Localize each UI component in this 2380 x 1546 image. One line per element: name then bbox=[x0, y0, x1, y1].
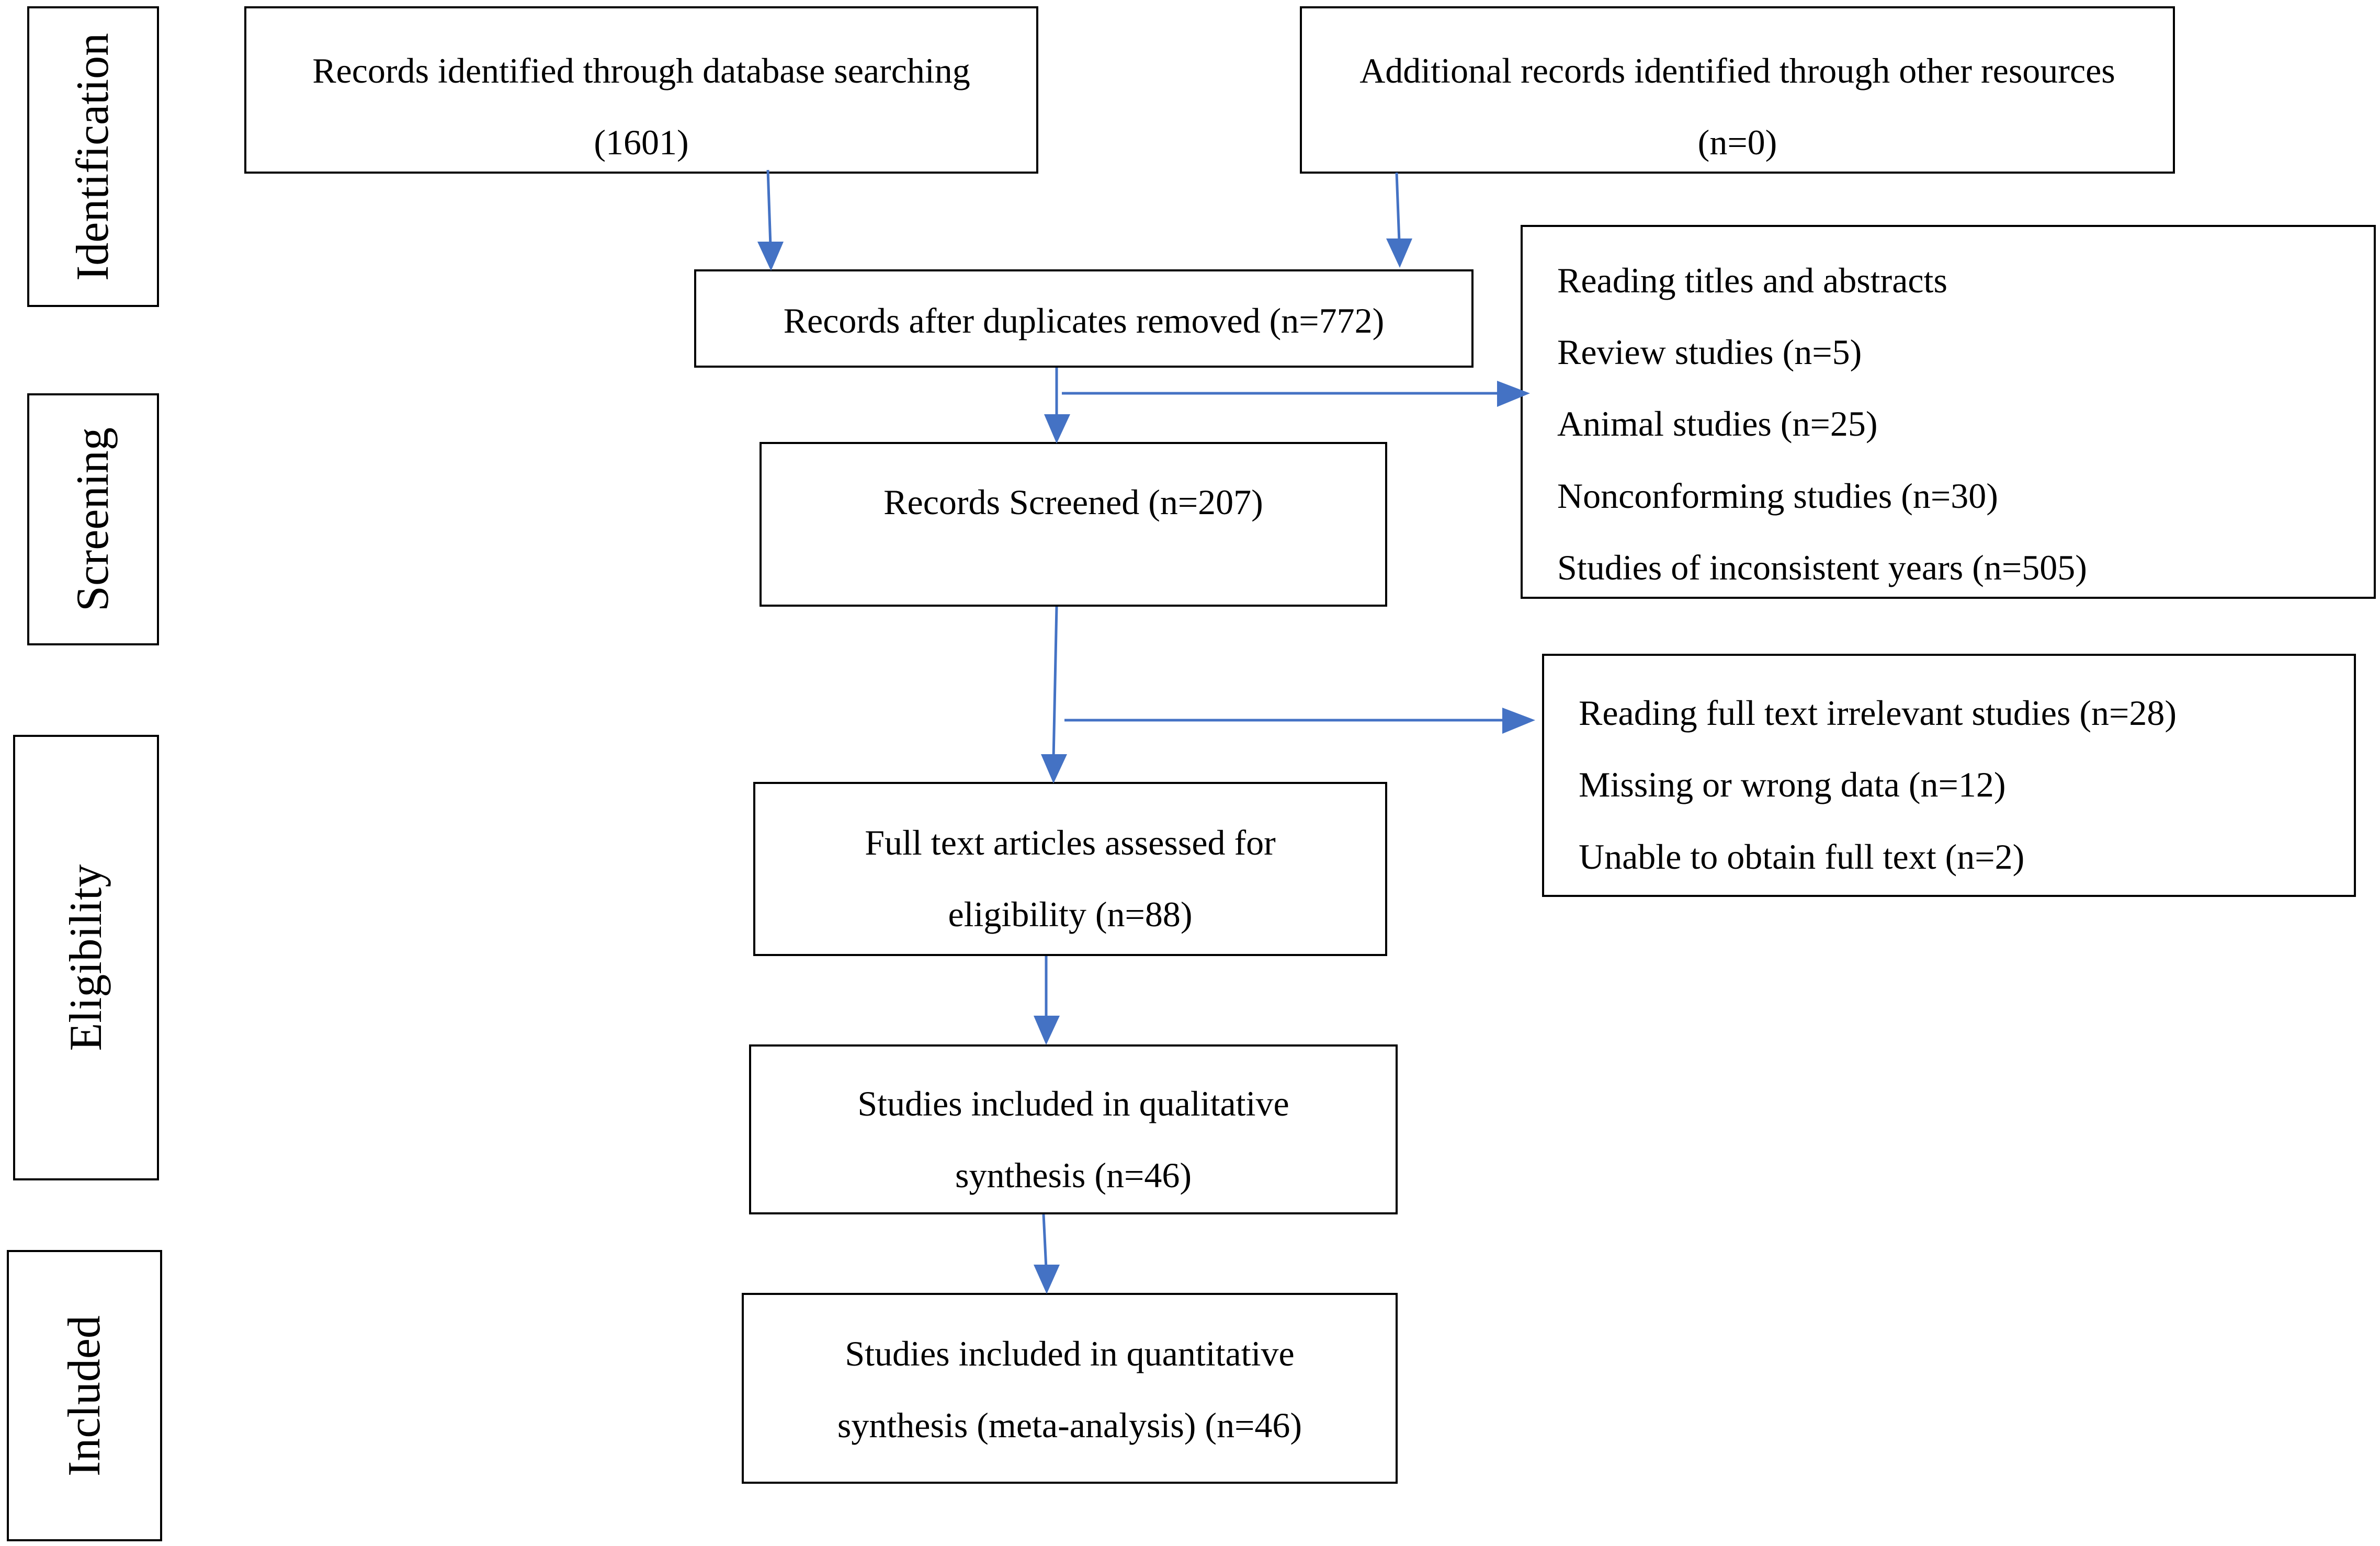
full-text-assessed-line2: eligibility (n=88) bbox=[948, 894, 1193, 934]
other-resources-count: (n=0) bbox=[1697, 122, 1777, 162]
other-resources-text: Additional records identified through ot… bbox=[1359, 51, 2115, 90]
animal-studies-item: Animal studies (n=25) bbox=[1557, 404, 1878, 444]
arrow-search-to-duplicates bbox=[766, 169, 772, 246]
arrow-to-title-abstract-exclusions-head bbox=[1497, 381, 1530, 407]
duplicates-removed-box: Records after duplicates removed (n=772) bbox=[694, 269, 1474, 368]
arrow-screened-to-full-text bbox=[1052, 606, 1058, 759]
full-text-assessed-line1: Full text articles assessed for bbox=[865, 823, 1276, 862]
arrow-screened-to-full-text-head bbox=[1041, 754, 1067, 783]
full-text-exclusions-box: Reading full text irrelevant studies (n=… bbox=[1542, 654, 2356, 897]
arrow-qualitative-to-quantitative bbox=[1042, 1214, 1048, 1269]
qualitative-synthesis-box: Studies included in qualitative synthesi… bbox=[749, 1044, 1398, 1214]
arrow-other-to-duplicates bbox=[1395, 172, 1401, 242]
full-text-assessed-box: Full text articles assessed for eligibil… bbox=[753, 782, 1387, 956]
inconsistent-years-item: Studies of inconsistent years (n=505) bbox=[1557, 548, 2087, 587]
quantitative-synthesis-line1: Studies included in quantitative bbox=[845, 1334, 1295, 1373]
review-studies-item: Review studies (n=5) bbox=[1557, 332, 1862, 372]
qualitative-synthesis-line1: Studies included in qualitative bbox=[857, 1084, 1289, 1123]
irrelevant-studies-item: Reading full text irrelevant studies (n=… bbox=[1579, 693, 2177, 733]
records-screened-box: Records Screened (n=207) bbox=[760, 442, 1387, 607]
arrow-full-text-to-qualitative-head bbox=[1034, 1016, 1060, 1045]
unable-full-text-item: Unable to obtain full text (n=2) bbox=[1579, 837, 2025, 877]
arrow-duplicates-to-screened-head bbox=[1044, 414, 1070, 444]
database-search-text: Records identified through database sear… bbox=[312, 51, 970, 90]
quantitative-synthesis-box: Studies included in quantitative synthes… bbox=[742, 1293, 1398, 1484]
missing-data-item: Missing or wrong data (n=12) bbox=[1579, 765, 2006, 804]
title-abstract-exclusions-box: Reading titles and abstracts Review stud… bbox=[1521, 225, 2376, 599]
quantitative-synthesis-line2: synthesis (meta-analysis) (n=46) bbox=[837, 1405, 1302, 1445]
stage-screening: Screening bbox=[27, 393, 159, 645]
arrow-to-full-text-exclusions-head bbox=[1502, 708, 1535, 734]
stage-included: Included bbox=[7, 1250, 162, 1541]
qualitative-synthesis-line2: synthesis (n=46) bbox=[955, 1155, 1192, 1195]
arrow-other-to-duplicates-head bbox=[1386, 238, 1412, 268]
title-abstract-heading: Reading titles and abstracts bbox=[1557, 260, 1947, 300]
arrow-qualitative-to-quantitative-head bbox=[1034, 1265, 1060, 1294]
stage-eligibility: Eligibility bbox=[13, 735, 159, 1180]
database-search-box: Records identified through database sear… bbox=[244, 6, 1038, 174]
stage-identification: Identification bbox=[27, 6, 159, 307]
duplicates-removed-text: Records after duplicates removed (n=772) bbox=[783, 301, 1385, 340]
records-screened-text: Records Screened (n=207) bbox=[883, 482, 1263, 522]
database-search-count: (1601) bbox=[594, 122, 689, 162]
arrow-search-to-duplicates-head bbox=[757, 242, 784, 271]
nonconforming-studies-item: Nonconforming studies (n=30) bbox=[1557, 476, 1998, 516]
other-resources-box: Additional records identified through ot… bbox=[1300, 6, 2175, 174]
